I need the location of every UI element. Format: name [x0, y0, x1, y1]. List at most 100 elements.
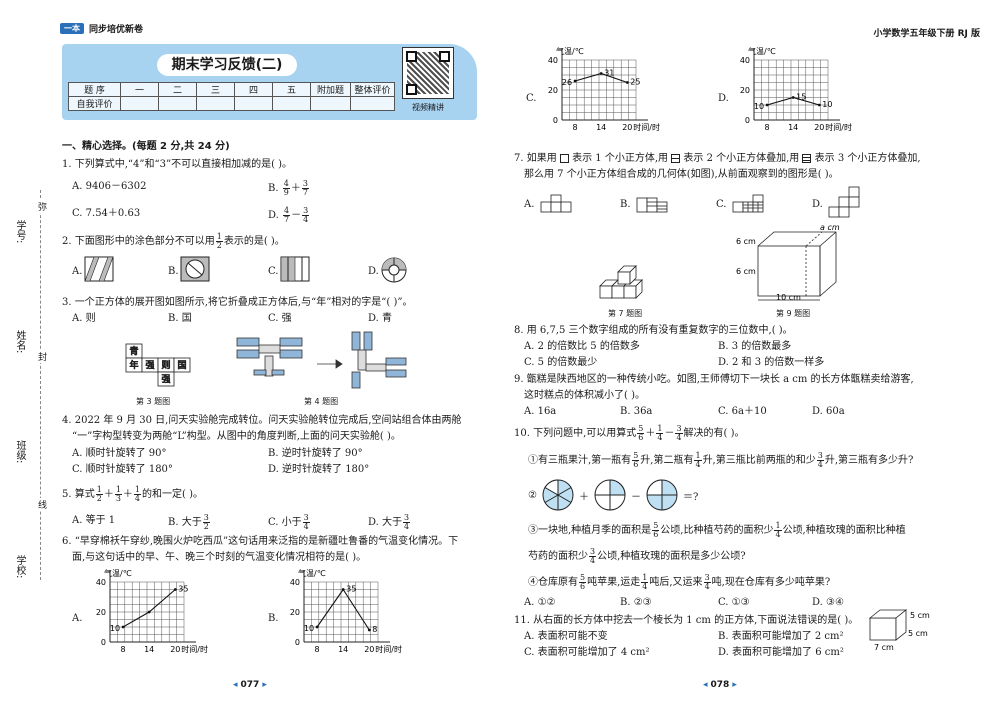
q7-option-a[interactable]: A.	[524, 199, 535, 210]
dim-depth: 6 cm	[736, 237, 756, 246]
dim-length: 10 cm	[776, 293, 801, 302]
q4-option-c[interactable]: C. 顺时针旋转了 180°	[72, 464, 173, 475]
q3-option-a[interactable]: A. 则	[72, 313, 96, 324]
q3-option-b[interactable]: B. 国	[168, 313, 192, 324]
score-cell[interactable]	[196, 96, 235, 111]
q9-option-b[interactable]: B. 36a	[620, 406, 653, 417]
q4-option-d[interactable]: D. 逆时针旋转了 180°	[268, 464, 370, 475]
question-4-line1: 4. 2022 年 9 月 30 日,问天实验舱完成转位。问天实验舱转位完成后,…	[62, 415, 462, 426]
data-point	[173, 588, 177, 591]
question-4-line2: “一”字构型转变为两舱“L”构型。从图中的角度判断,上面的问天实验舱( )。	[72, 431, 401, 442]
net-face: 则	[161, 359, 170, 371]
q11-box-figure: 5 cm 5 cm 7 cm	[868, 609, 930, 652]
q11-option-a[interactable]: A. 表面积可能不变	[524, 631, 608, 642]
q10-item-4-d: 吨,现在仓库有多少吨苹果?	[711, 577, 831, 588]
q10-option-d[interactable]: D. ③④	[812, 597, 844, 608]
q2-option-c[interactable]: C.	[268, 266, 279, 277]
q10-item-4-b: 吨苹果,运走	[587, 577, 641, 588]
q1-option-c[interactable]: C. 7.54＋0.63	[72, 208, 141, 219]
space-station-figure	[236, 331, 407, 389]
q3-option-c[interactable]: C. 强	[268, 313, 292, 324]
q5-option-c-label: C. 小于	[268, 517, 302, 528]
x-tick-label: 20	[814, 123, 824, 132]
score-cell[interactable]	[350, 96, 395, 111]
score-table: 题 序 一 二 三 四 五 附加题 整体评价 自我评价	[68, 82, 395, 111]
q8-option-c[interactable]: C. 5 的倍数最少	[524, 357, 598, 368]
question-7-line2: 那么用 7 个小正方体组合成的几何体(如图),从前面观察到的图形是( )。	[524, 169, 839, 180]
q9-option-a[interactable]: A. 16a	[524, 406, 557, 417]
score-cell[interactable]	[120, 96, 159, 111]
q7-option-d[interactable]: D.	[812, 199, 823, 210]
data-point	[599, 72, 603, 75]
q11-option-c[interactable]: C. 表面积可能增加了 4 cm²	[524, 647, 650, 658]
q11-option-b[interactable]: B. 表面积可能增加了 2 cm²	[718, 631, 844, 642]
q1-option-a[interactable]: A. 9406－6302	[72, 181, 147, 192]
q7-option-b[interactable]: B.	[620, 199, 631, 210]
pie-sixths-icon	[542, 479, 574, 511]
q7-text-a: 7. 如果用	[514, 153, 557, 164]
q4-option-a[interactable]: A. 顺时针旋转了 90°	[72, 448, 167, 459]
q5-option-d-label: D. 大于	[368, 517, 403, 528]
x-axis-label: 时间/时	[375, 644, 402, 654]
q7-view-c	[732, 194, 764, 213]
pie-three-quarters-icon	[646, 479, 678, 511]
q5-stem-b: 的和一定( )。	[142, 489, 203, 500]
self-eval-label: 自我评价	[68, 96, 121, 111]
question-6-line2: 面,与这句话中的早、午、晚三个时刻的气温变化情况相符的是( )。	[72, 552, 367, 563]
q6-option-d[interactable]: D.	[718, 93, 729, 104]
data-point	[341, 588, 345, 591]
q10-item-1-d: 升,第三瓶有多少升?	[824, 455, 914, 466]
data-label: 10	[754, 102, 764, 111]
q10-option-c[interactable]: C. ①③	[718, 597, 750, 608]
x-tick-label: 8	[315, 645, 320, 654]
q5-stem-a: 5. 算式	[62, 489, 95, 500]
question-9-line2: 这时糕点的体积减小了( )。	[524, 390, 645, 401]
net-face: 强	[145, 360, 154, 371]
q10-option-b[interactable]: B. ②③	[620, 597, 652, 608]
q6-option-c[interactable]: C.	[526, 93, 537, 104]
q8-option-d[interactable]: D. 2 和 3 的倍数一样多	[718, 357, 825, 368]
q6-option-b[interactable]: B.	[268, 613, 279, 624]
q2-option-a[interactable]: A.	[72, 266, 83, 277]
school-label: 学校:	[14, 555, 25, 579]
q2-figure-a	[84, 256, 114, 282]
q6-option-a[interactable]: A.	[72, 613, 83, 624]
q7-solid-figure	[599, 265, 643, 299]
q9-option-d[interactable]: D. 60a	[812, 406, 845, 417]
qr-code[interactable]	[402, 47, 454, 99]
score-cell[interactable]	[234, 96, 273, 111]
q10-option-a[interactable]: A. ①②	[524, 597, 556, 608]
q4-option-b[interactable]: B. 逆时针旋转了 90°	[268, 448, 363, 459]
score-header-cell: 三	[196, 82, 235, 97]
data-point	[573, 79, 577, 83]
score-cell[interactable]	[272, 96, 311, 111]
q8-option-b[interactable]: B. 3 的倍数最多	[718, 341, 792, 352]
score-cell[interactable]	[310, 96, 351, 111]
q3-option-d[interactable]: D. 青	[368, 313, 393, 324]
q7-text-c: 表示 2 个小正方体叠加,用	[683, 153, 800, 164]
figure-9-caption: 第 9 题图	[776, 309, 811, 318]
name-label: 姓名:	[14, 330, 25, 354]
triple-cube-icon	[802, 154, 812, 163]
q2-option-d[interactable]: D.	[368, 266, 379, 277]
score-cell[interactable]	[158, 96, 197, 111]
data-point	[147, 610, 151, 614]
q5-option-a[interactable]: A. 等于 1	[72, 515, 116, 526]
q7-option-c[interactable]: C.	[716, 199, 727, 210]
question-7-line1: 7. 如果用 表示 1 个小正方体,用 表示 2 个小正方体叠加,用 表示 3 …	[514, 152, 921, 165]
q2-option-b[interactable]: B.	[168, 266, 179, 277]
q8-option-a[interactable]: A. 2 的倍数比 5 的倍数多	[524, 341, 640, 352]
q9-option-c[interactable]: C. 6a＋10	[718, 406, 767, 417]
q11-option-d[interactable]: D. 表面积可能增加了 6 cm²	[718, 647, 844, 658]
net-face: 国	[177, 360, 186, 371]
